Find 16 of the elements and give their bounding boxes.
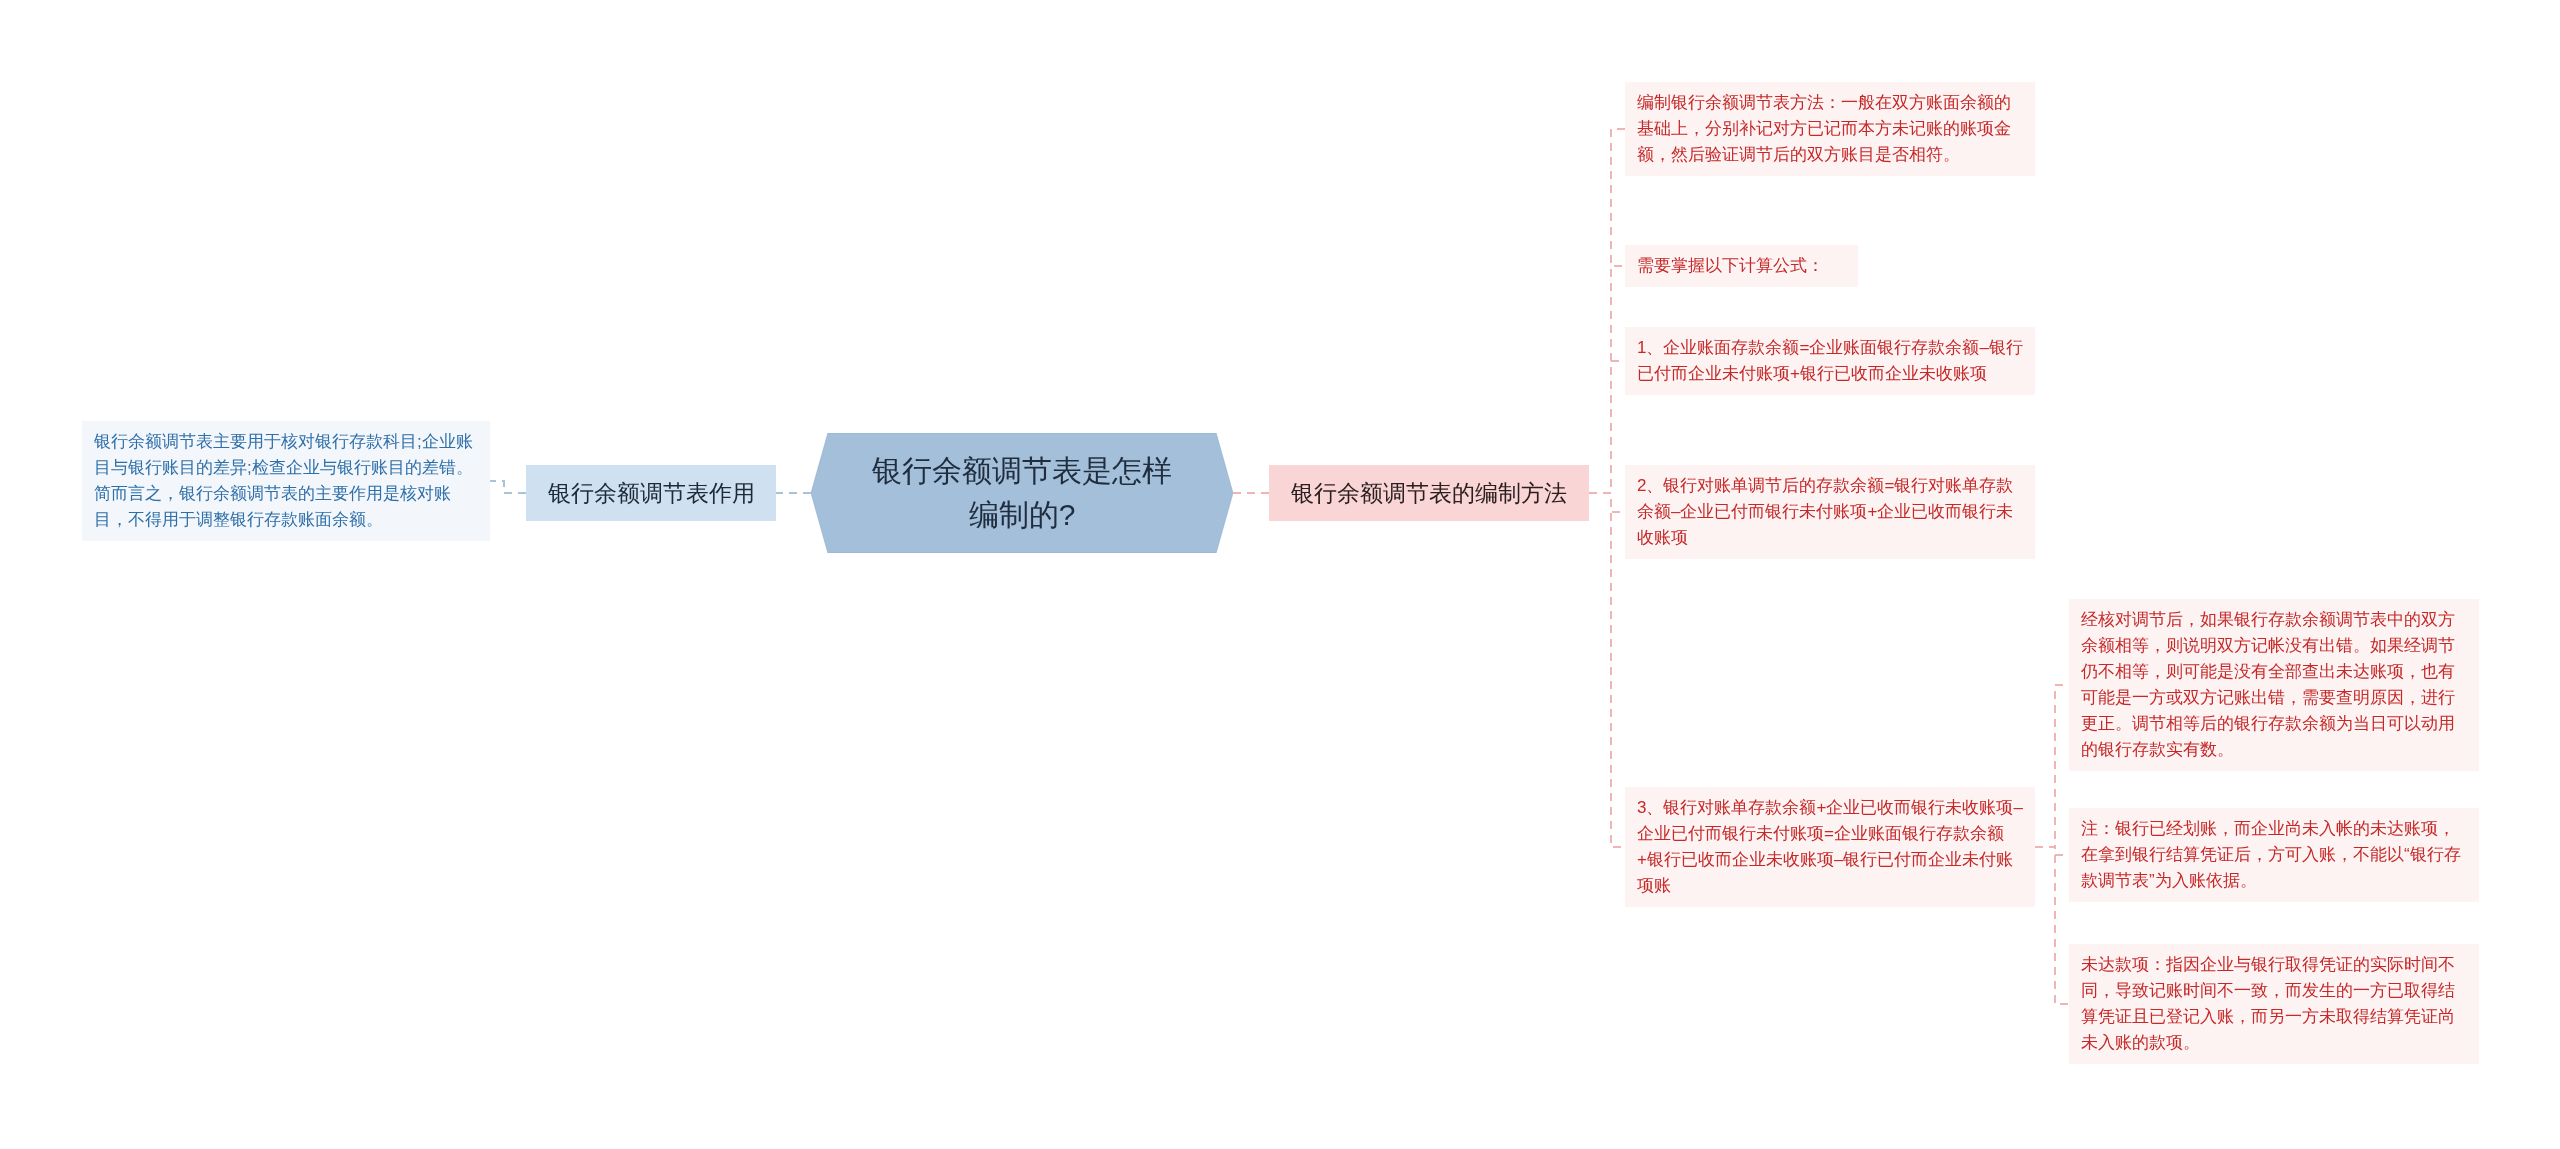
- note-box: 编制银行余额调节表方法：一般在双方账面余额的基础上，分别补记对方已记而本方未记账的账项金额，然后验证调节后的双方账目是否相符。: [1625, 82, 2035, 176]
- branch-box: 银行余额调节表作用: [526, 465, 776, 521]
- topic-hexagon: 银行余额调节表是怎样编制的?: [811, 433, 1233, 553]
- connector-line: [489, 480, 527, 494]
- note-box: 2、银行对账单调节后的存款余额=银行对账单存款余额–企业已付而银行未付账项+企业已收而银行未收账项: [1625, 465, 2035, 559]
- note-box: 3、银行对账单存款余额+企业已收而银行未收账项–企业已付而银行未付账项=企业账面银行存款余额+银行已收而企业未收账项–银行已付而企业未付账项账: [1625, 787, 2035, 907]
- connector-line: [2034, 846, 2070, 1005]
- note-box: 未达款项：指因企业与银行取得凭证的实际时间不同，导致记账时间不一致，而发生的一方已取得结算凭证且已登记入账，而另一方未取得结算凭证尚未入账的款项。: [2069, 944, 2479, 1064]
- note-box: 需要掌握以下计算公式：: [1625, 245, 1858, 287]
- note-box: 经核对调节后，如果银行存款余额调节表中的双方余额相等，则说明双方记帐没有出错。如果经调节仍不相等，则可能是没有全部查出未达账项，也有可能是一方或双方记账出错，需要查明原因，进行更正。调节相等后的银行存款余额为当日可以动用的银行存款实有数。: [2069, 599, 2479, 771]
- connector-line: [1232, 492, 1270, 494]
- note-box: 1、企业账面存款余额=企业账面银行存款余额–银行已付而企业未付账项+银行已收而企业未收账项: [1625, 327, 2035, 395]
- branch-box: 银行余额调节表的编制方法: [1269, 465, 1589, 521]
- note-box: 银行余额调节表主要用于核对银行存款科目;企业账目与银行账目的差异;检查企业与银行账目的差错。简而言之，银行余额调节表的主要作用是核对账目，不得用于调整银行存款账面余额。: [82, 421, 490, 541]
- connector-line: [775, 492, 812, 494]
- note-box: 注：银行已经划账，而企业尚未入帐的未达账项，在拿到银行结算凭证后，方可入账，不能以“银行存款调节表”为入账依据。: [2069, 808, 2479, 902]
